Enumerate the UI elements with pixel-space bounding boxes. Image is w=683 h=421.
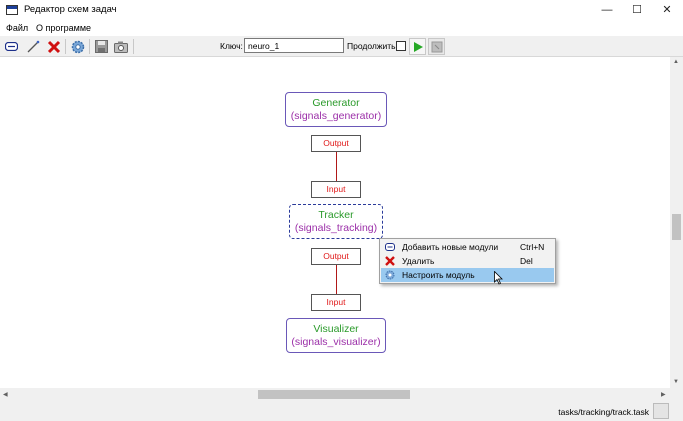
menu-item-configure-module[interactable]: Настроить модуль (381, 268, 554, 282)
run-icon (413, 41, 423, 52)
toolbar: Ключ: Продолжить? (0, 36, 683, 57)
menu-file[interactable]: Файл (6, 23, 29, 33)
menu-item-shortcut: Ctrl+N (520, 242, 545, 252)
module-id: (signals_tracking) (294, 222, 378, 234)
port-tracker-output[interactable]: Output (311, 248, 361, 265)
scroll-down-icon[interactable]: ▼ (673, 379, 679, 385)
mouse-cursor-icon (494, 271, 503, 285)
toolbar-separator (65, 39, 66, 54)
maximize-button[interactable]: ☐ (632, 4, 642, 16)
save-icon (95, 40, 108, 53)
horizontal-scrollbar[interactable]: ◀ ▶ (0, 388, 670, 401)
menu-item-label: Добавить новые модули (402, 242, 499, 252)
stop-button[interactable] (428, 38, 445, 55)
connection-wire (336, 152, 337, 181)
menu-item-delete[interactable]: Удалить Del (381, 254, 554, 268)
screenshot-button[interactable] (112, 38, 129, 55)
delete-icon (47, 40, 60, 53)
settings-icon (71, 40, 84, 53)
connection-wire (336, 265, 337, 294)
connect-button[interactable] (24, 38, 41, 55)
title-bar: Редактор схем задач — ☐ ✕ (0, 0, 683, 20)
menu-item-label: Настроить модуль (402, 270, 475, 280)
vertical-scrollbar[interactable]: ▲ ▼ (670, 57, 683, 388)
menu-item-shortcut: Del (520, 256, 533, 266)
status-button[interactable] (653, 403, 669, 419)
vertical-scroll-thumb[interactable] (672, 214, 681, 240)
module-name: Generator (312, 97, 360, 109)
toolbar-separator (89, 39, 90, 54)
app-icon (6, 5, 18, 15)
screenshot-icon (113, 41, 128, 53)
scroll-right-icon[interactable]: ▶ (661, 392, 666, 398)
scroll-left-icon[interactable]: ◀ (3, 392, 8, 398)
module-tracker[interactable]: Tracker (signals_tracking) (289, 204, 383, 239)
menu-item-label: Удалить (402, 256, 435, 266)
scroll-up-icon[interactable]: ▲ (673, 59, 679, 65)
connect-icon (27, 40, 39, 52)
add-module-button[interactable] (3, 38, 20, 55)
status-bar: tasks/tracking/track.task (0, 401, 683, 421)
stop-icon (431, 41, 442, 52)
minimize-button[interactable]: — (601, 4, 613, 16)
close-button[interactable]: ✕ (662, 4, 672, 16)
key-label: Ключ: (220, 41, 243, 51)
port-visualizer-input[interactable]: Input (311, 294, 361, 311)
menu-item-add-modules[interactable]: Добавить новые модули Ctrl+N (381, 240, 554, 254)
schema-canvas[interactable]: Generator (signals_generator) Output Inp… (0, 57, 670, 388)
continue-checkbox[interactable] (396, 41, 406, 51)
horizontal-scroll-thumb[interactable] (258, 390, 410, 399)
module-generator[interactable]: Generator (signals_generator) (285, 92, 387, 127)
menu-bar: Файл О программе (0, 20, 683, 36)
module-id: (signals_generator) (290, 110, 382, 122)
module-name: Visualizer (313, 323, 359, 335)
module-id: (signals_visualizer) (291, 336, 381, 348)
port-tracker-input[interactable]: Input (311, 181, 361, 198)
port-generator-output[interactable]: Output (311, 135, 361, 152)
save-button[interactable] (93, 38, 110, 55)
add-module-icon (5, 42, 18, 51)
delete-button[interactable] (45, 38, 62, 55)
module-visualizer[interactable]: Visualizer (signals_visualizer) (286, 318, 386, 353)
continue-label: Продолжить? (347, 41, 401, 51)
menu-about[interactable]: О программе (36, 23, 92, 33)
status-file-path: tasks/tracking/track.task (558, 407, 649, 417)
context-menu: Добавить новые модули Ctrl+N Удалить Del… (379, 238, 556, 284)
settings-button[interactable] (69, 38, 86, 55)
module-name: Tracker (318, 209, 354, 221)
window-title: Редактор схем задач (24, 4, 117, 15)
toolbar-separator (133, 39, 134, 54)
delete-icon (385, 256, 395, 266)
run-button[interactable] (409, 38, 426, 55)
key-input[interactable] (244, 38, 344, 53)
add-module-icon (385, 242, 395, 252)
settings-icon (385, 270, 395, 280)
